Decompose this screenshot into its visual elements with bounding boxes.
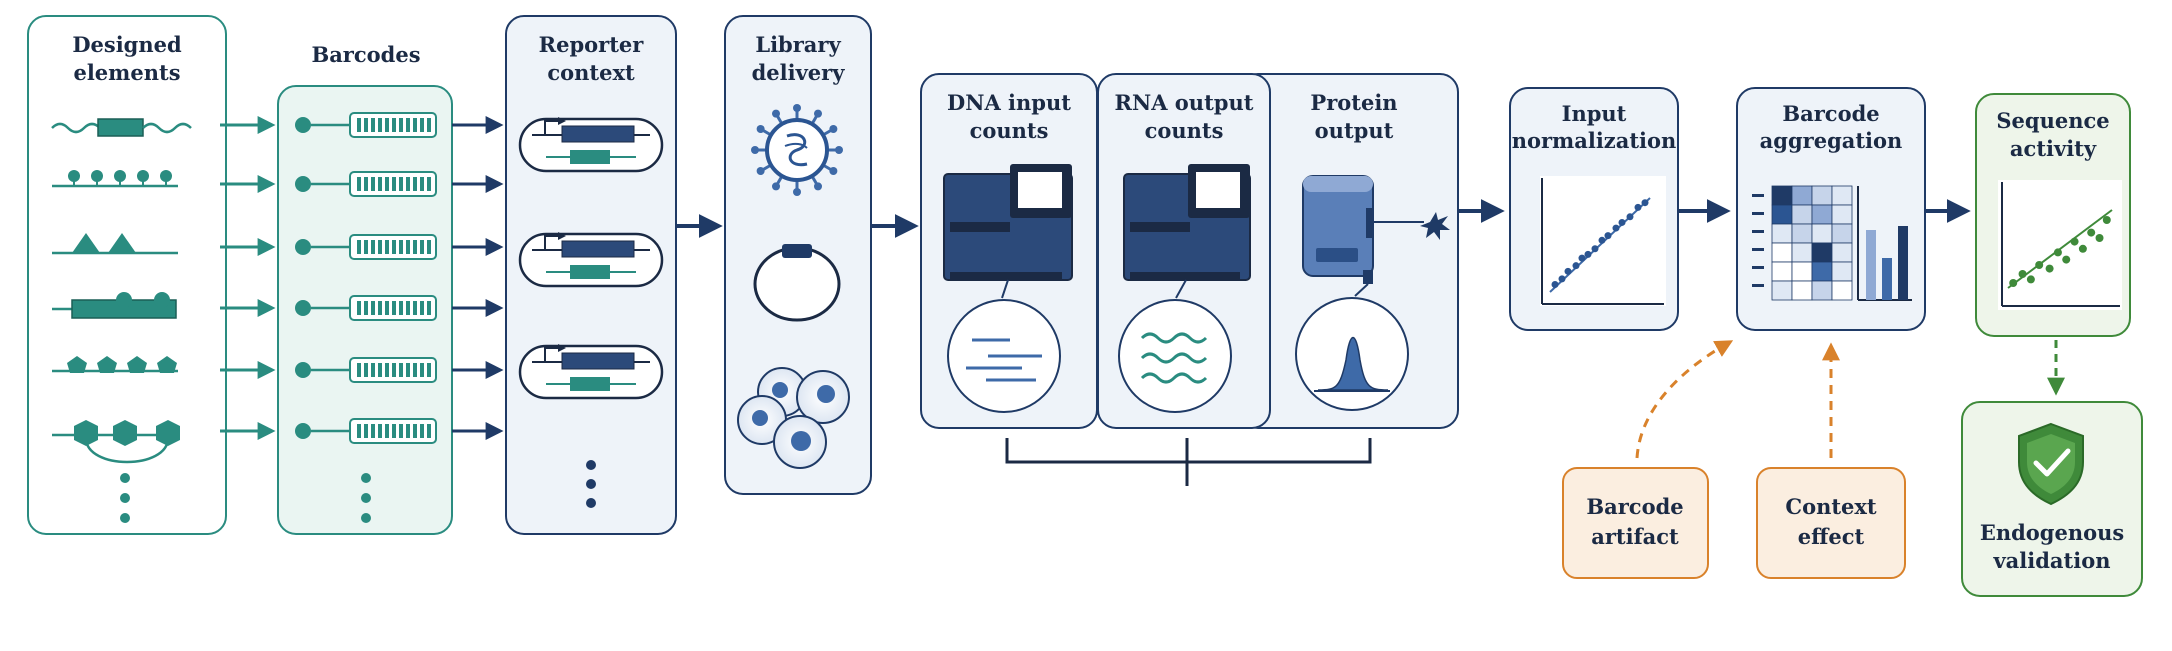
library-delivery-title-1: Library [755,32,841,57]
panel-barcodes: Barcodes [277,42,453,535]
more-reporters-dots [586,460,596,508]
barcode-row [295,112,437,138]
more-barcodes-dots [361,473,371,523]
plasmid-icon [753,244,841,322]
endogenous-validation-title-2: validation [1992,548,2110,573]
protein-output-title-2: output [1315,118,1394,143]
element-sequence-6 [52,420,180,464]
rna-output-title-2: counts [1145,118,1224,143]
fluorescence-peak [1317,337,1389,391]
aggregation-heatmap [1752,185,1853,301]
panel-barcode-artifact: Barcode artifact [1562,467,1709,579]
panel-library-delivery: Library delivery [724,15,872,495]
panel-endogenous-validation: Endogenous validation [1961,401,2143,597]
element-sequence-5 [52,356,178,373]
sequence-activity-title-2: activity [2010,136,2097,161]
more-elements-dots [120,473,130,523]
dna-read-lines [966,338,1042,382]
reporter-context-title-2: context [547,60,635,85]
barcode-row [295,357,437,383]
panel-sequence-activity: Sequence activity [1975,93,2131,337]
reporter-construct [518,117,664,173]
arrows-barcodes-to-reporter [452,116,504,440]
barcode-row [295,234,437,260]
panel-input-normalization: Input normalization [1509,87,1679,331]
element-sequence-1 [51,118,192,137]
panel-protein-output: Protein output [1239,73,1459,429]
context-effect-title-1: Context [1785,494,1877,519]
element-sequence-4 [52,292,177,319]
panel-dna-input: DNA input counts [920,73,1098,429]
library-delivery-title-2: delivery [752,60,846,85]
endogenous-validation-title-1: Endogenous [1980,520,2124,545]
barcode-row [295,295,437,321]
panel-reporter-context: Reporter context [505,15,677,535]
rna-sequencer-icon [1123,164,1251,281]
sequence-activity-title-1: Sequence [1996,108,2109,133]
reporter-construct [518,232,664,288]
readout-bracket [1005,438,1372,486]
rna-output-title-1: RNA output [1115,90,1254,115]
barcodes-title: Barcodes [311,42,420,67]
reporter-context-title-1: Reporter [539,32,645,57]
input-normalization-title-2: normalization [1512,128,1677,153]
barcode-aggregation-title-2: aggregation [1760,128,1903,153]
designed-elements-title-2: elements [73,60,180,85]
panel-rna-output: RNA output counts [1097,73,1271,429]
arrow-artifact-to-aggregation [1635,340,1734,459]
barcode-row [295,418,437,444]
shield-check-icon [2018,422,2084,506]
dna-input-title-1: DNA input [947,90,1071,115]
reporter-construct [518,344,664,400]
barcode-artifact-title-2: artifact [1591,524,1679,549]
input-normalization-title-1: Input [1562,101,1627,126]
barcode-aggregation-title-1: Barcode [1782,101,1879,126]
sequencer-icon [943,164,1073,281]
barcode-row [295,171,437,197]
activity-scatter-points [2009,216,2111,287]
reporter-constructs [518,117,664,400]
element-sequence-2 [52,170,178,188]
normalization-scatter-points [1551,199,1649,288]
barcode-rows [295,112,437,444]
flow-cytometer-icon [1302,175,1450,284]
panel-barcode-aggregation: Barcode aggregation [1736,87,1926,331]
arrows-elements-to-barcodes [220,116,276,440]
element-sequence-3 [52,233,178,255]
aggregation-bars [1857,186,1912,301]
virus-icon [751,104,843,196]
barcode-artifact-title-1: Barcode [1586,494,1683,519]
designed-elements-title-1: Designed [72,32,182,57]
panel-context-effect: Context effect [1756,467,1906,579]
panel-designed-elements: Designed elements [27,15,227,535]
protein-output-title-1: Protein [1310,90,1397,115]
dna-input-title-2: counts [970,118,1049,143]
cells-icon [737,367,850,469]
context-effect-title-2: effect [1798,524,1865,549]
rna-wave-lines [1140,332,1208,384]
